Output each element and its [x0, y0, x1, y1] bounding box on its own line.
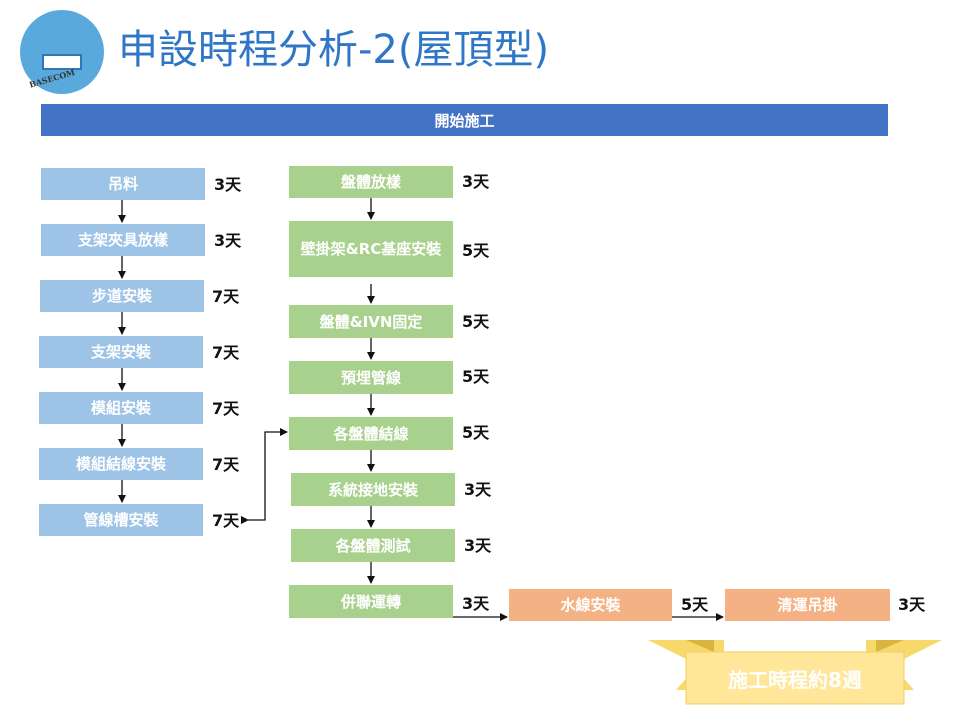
summary-text: 施工時程約8週	[728, 667, 862, 692]
duration-left-3: 7天	[212, 287, 240, 306]
duration-left-1: 3天	[214, 175, 242, 194]
duration-mid-6: 3天	[464, 480, 492, 499]
step-mid-3: 盤體&IVN固定	[289, 305, 453, 338]
duration-mid-7: 3天	[464, 536, 492, 555]
step-left-7: 管線槽安裝	[39, 504, 203, 536]
company-logo	[20, 10, 104, 94]
step-bottom-1: 水線安裝	[509, 589, 672, 621]
duration-mid-5: 5天	[462, 423, 490, 442]
start-banner: 開始施工	[41, 104, 888, 136]
page-title: 申設時程分析-2(屋頂型)	[118, 27, 550, 73]
step-left-5: 模組安裝	[39, 392, 203, 424]
step-left-6: 模組結線安裝	[39, 448, 203, 480]
duration-left-4: 7天	[212, 343, 240, 362]
step-mid-8: 併聯運轉	[289, 585, 453, 618]
duration-mid-4: 5天	[462, 367, 490, 386]
duration-mid-2: 5天	[462, 241, 490, 260]
step-left-1: 吊料	[41, 168, 205, 200]
step-left-2: 支架夾具放樣	[41, 224, 205, 256]
duration-bottom-1: 5天	[681, 595, 709, 614]
step-mid-2: 壁掛架&RC基座安裝	[289, 221, 453, 277]
step-mid-5: 各盤體結線	[289, 417, 453, 450]
step-mid-1: 盤體放樣	[289, 166, 453, 198]
duration-left-5: 7天	[212, 399, 240, 418]
step-left-3: 步道安裝	[40, 280, 204, 312]
duration-mid-3: 5天	[462, 312, 490, 331]
duration-bottom-2: 3天	[898, 595, 926, 614]
logo-mark	[42, 54, 82, 70]
duration-left-7: 7天	[212, 511, 240, 530]
step-bottom-2: 清運吊掛	[725, 589, 890, 621]
duration-mid-8: 3天	[462, 594, 490, 613]
duration-left-2: 3天	[214, 231, 242, 250]
step-mid-6: 系統接地安裝	[291, 473, 455, 506]
step-mid-7: 各盤體測試	[291, 529, 455, 562]
arrow-cross-columns	[241, 428, 288, 524]
step-left-4: 支架安裝	[39, 336, 203, 368]
duration-mid-1: 3天	[462, 172, 490, 191]
step-mid-4: 預埋管線	[289, 361, 453, 394]
duration-left-6: 7天	[212, 455, 240, 474]
